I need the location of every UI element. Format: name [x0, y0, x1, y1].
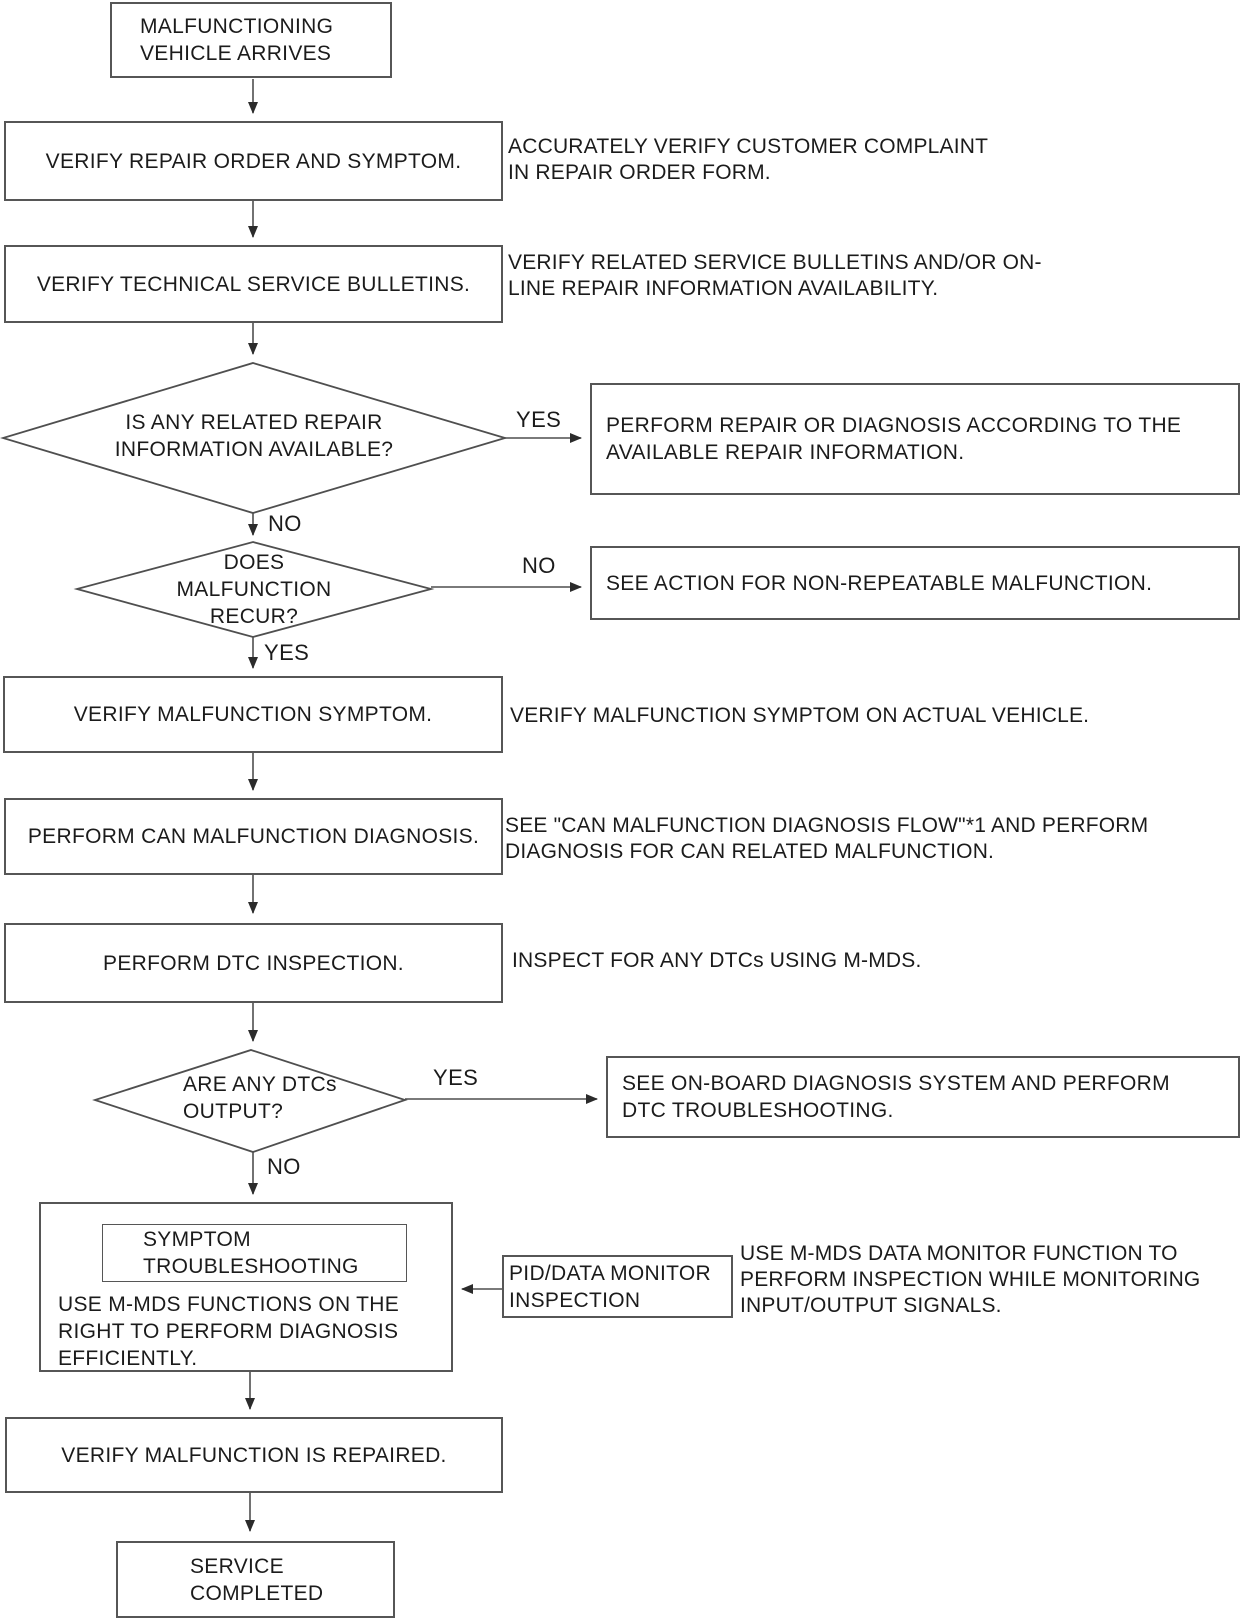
- note-can-diagnosis: SEE "CAN MALFUNCTION DIAGNOSIS FLOW"*1 A…: [505, 814, 1149, 863]
- edge-label-repair-info-yes: YES: [516, 407, 562, 432]
- node-can-diagnosis: PERFORM CAN MALFUNCTION DIAGNOSIS.: [4, 798, 503, 875]
- edge-label-repair-info-no: NO: [268, 511, 302, 536]
- node-service-completed: SERVICE COMPLETED: [116, 1541, 395, 1618]
- edge-label-dtcs-no: NO: [267, 1154, 301, 1179]
- node-perform-repair: PERFORM REPAIR OR DIAGNOSIS ACCORDING TO…: [590, 383, 1240, 495]
- edge-label-recur-yes: YES: [264, 640, 310, 665]
- edge-label-dtcs-yes: YES: [433, 1065, 479, 1090]
- diamond-recur-label: DOES MALFUNCTION RECUR?: [176, 551, 332, 628]
- note-pid-monitor: USE M-MDS DATA MONITOR FUNCTION TO PERFO…: [740, 1242, 1201, 1317]
- diamond-dtcs-label: ARE ANY DTCs OUTPUT?: [183, 1073, 337, 1123]
- symptom-troubleshooting-body: USE M-MDS FUNCTIONS ON THE RIGHT TO PERF…: [58, 1293, 400, 1370]
- node-dtc-inspection: PERFORM DTC INSPECTION.: [4, 923, 503, 1003]
- node-verify-repair-order: VERIFY REPAIR ORDER AND SYMPTOM.: [4, 121, 503, 201]
- symptom-troubleshooting-title-box: SYMPTOM TROUBLESHOOTING: [102, 1224, 407, 1282]
- node-verify-tsb: VERIFY TECHNICAL SERVICE BULLETINS.: [4, 245, 503, 323]
- node-pid-monitor: PID/DATA MONITOR INSPECTION: [502, 1255, 733, 1318]
- node-see-obd: SEE ON-BOARD DIAGNOSIS SYSTEM AND PERFOR…: [606, 1056, 1240, 1138]
- node-start: MALFUNCTIONING VEHICLE ARRIVES: [110, 2, 392, 78]
- note-verify-tsb: VERIFY RELATED SERVICE BULLETINS AND/OR …: [508, 251, 1042, 300]
- node-verify-symptom: VERIFY MALFUNCTION SYMPTOM.: [3, 676, 503, 753]
- diamond-dtcs: [92, 1049, 408, 1153]
- diamond-repair-info-label: IS ANY RELATED REPAIR INFORMATION AVAILA…: [114, 411, 394, 461]
- diamond-repair-info: [0, 362, 509, 514]
- edge-label-recur-no: NO: [522, 553, 556, 578]
- note-dtc-inspection: INSPECT FOR ANY DTCs USING M-MDS.: [512, 949, 922, 972]
- note-verify-repair-order: ACCURATELY VERIFY CUSTOMER COMPLAINT IN …: [508, 135, 989, 184]
- node-verify-repaired: VERIFY MALFUNCTION IS REPAIRED.: [5, 1417, 503, 1493]
- node-see-action: SEE ACTION FOR NON-REPEATABLE MALFUNCTIO…: [590, 546, 1240, 620]
- diamond-recur: [73, 541, 435, 638]
- note-verify-symptom: VERIFY MALFUNCTION SYMPTOM ON ACTUAL VEH…: [510, 704, 1090, 727]
